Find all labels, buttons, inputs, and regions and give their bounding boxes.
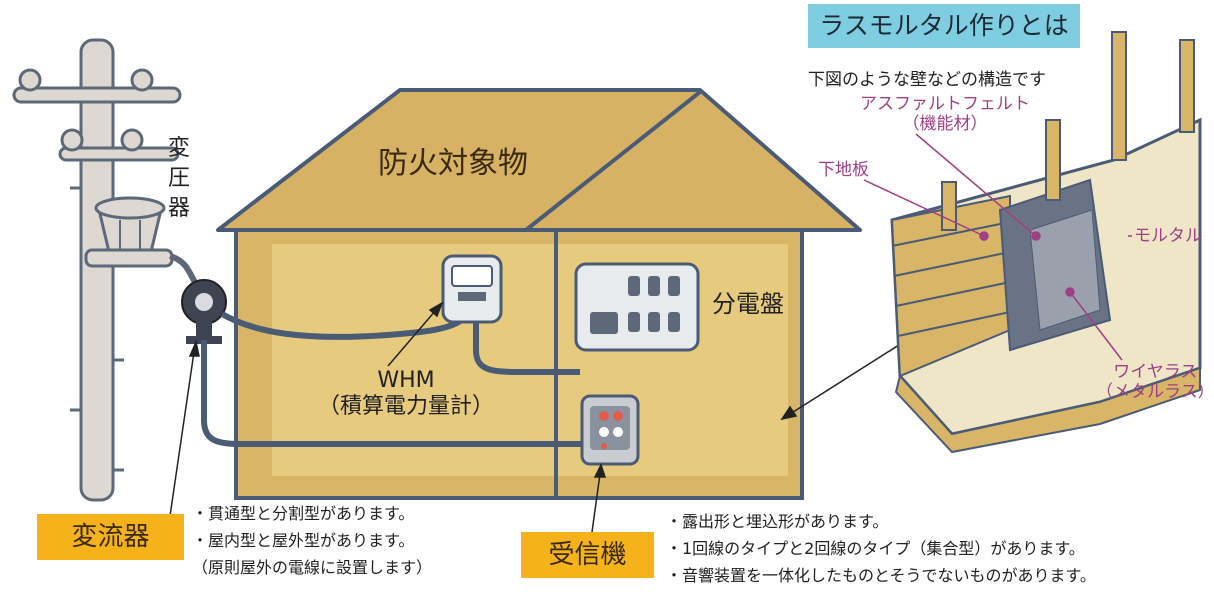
pointer-arrows	[110, 301, 911, 533]
receiver-note: ・露出形と埋込形があります。	[666, 512, 889, 531]
transformer-icon	[84, 196, 174, 268]
lath-mortar-title: ラスモルタル作りとは	[808, 4, 1080, 48]
distribution-board-icon	[574, 262, 700, 352]
receiver-tag: 受信機	[521, 532, 654, 578]
ct-note: ・貫通型と分割型があります。	[192, 504, 415, 523]
transformer-label: 変圧器	[167, 136, 190, 221]
mortar-label: モルタル	[1134, 226, 1202, 246]
current-transformer-icon	[181, 279, 227, 344]
ct-note: ・屋内型と屋外型があります。	[192, 531, 415, 550]
receiver-notes: ・露出形と埋込形があります。 ・1回線のタイプと2回線のタイプ（集合型）がありま…	[666, 508, 1096, 589]
wall-callouts	[863, 133, 1132, 361]
whm-meter-icon	[441, 254, 503, 324]
shitajiita-label: 下地板	[818, 160, 869, 180]
current-transformer-tag: 変流器	[37, 514, 184, 560]
whm-label: WHM （積算電力量計）	[300, 368, 512, 421]
lath-mortar-subtitle: 下図のような壁などの構造です	[808, 70, 1046, 90]
asphalt-felt-text: アスファルトフェルト	[860, 94, 1030, 114]
wire-lath-text: ワイヤラス	[1113, 362, 1198, 382]
receiver-icon	[580, 394, 640, 466]
whm-label-sub: （積算電力量計）	[317, 394, 494, 420]
wire-lath-sub-text: （メタルラス）	[1096, 382, 1214, 403]
wire-lath-label: ワイヤラス （メタルラス）	[1096, 362, 1214, 403]
receiver-note: ・1回線のタイプと2回線のタイプ（集合型）があります。	[666, 539, 1085, 558]
asphalt-felt-label: アスファルトフェルト （機能材）	[860, 94, 1030, 135]
lath-mortar-wall	[890, 31, 1202, 454]
ct-note: （原則屋外の電線に設置します）	[192, 558, 433, 577]
whm-label-main: WHM	[377, 368, 435, 393]
asphalt-felt-sub-text: （機能材）	[902, 114, 988, 135]
house-building	[216, 88, 862, 500]
distribution-board-label: 分電盤	[712, 290, 784, 318]
receiver-note: ・音響装置を一体化したものとそうでないものがあります。	[666, 566, 1096, 585]
house-title: 防火対象物	[378, 146, 528, 181]
ct-notes: ・貫通型と分割型があります。 ・屋内型と屋外型があります。 （原則屋外の電線に設…	[192, 500, 432, 581]
utility-pole	[12, 38, 182, 502]
